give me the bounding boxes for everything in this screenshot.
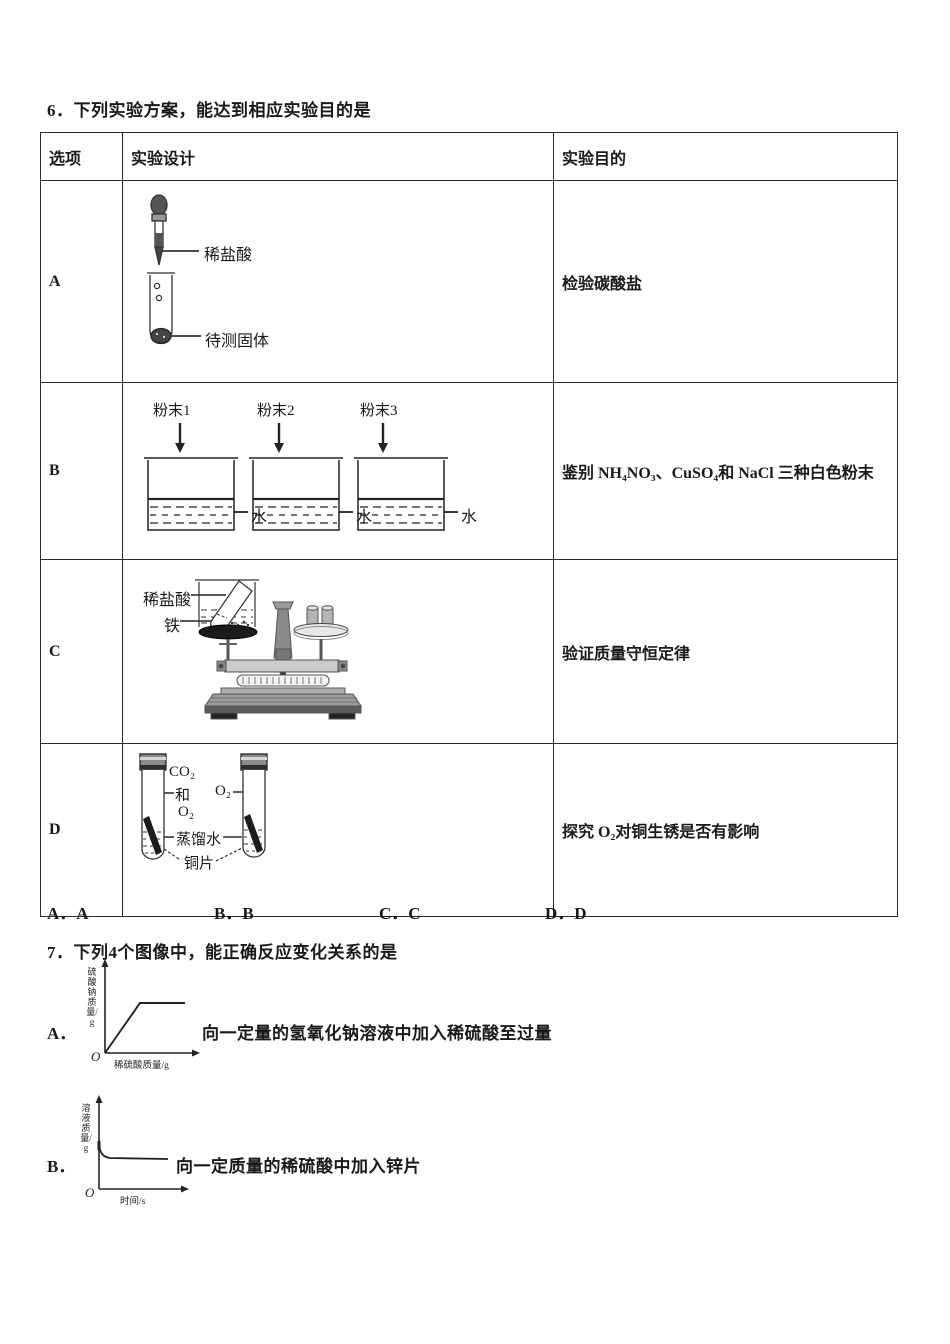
row-b-purpose: 鉴别 NH₄NO₃、CuSO₄和 NaCl 三种白色粉末 (553, 382, 898, 560)
beaker-with-test-tube-icon (195, 579, 259, 632)
table-header-row: 选项 实验设计 实验目的 (40, 132, 898, 181)
two-sealed-tubes-icon (139, 753, 268, 862)
question6-stem: 6．下列实验方案，能达到相应实验目的是 (47, 101, 371, 120)
label-water-2: 水 (356, 509, 373, 526)
table-row: D (40, 743, 898, 917)
row-c-option: C (40, 559, 123, 744)
table-row: A (40, 180, 898, 383)
row-c-purpose: 验证质量守恒定律 (553, 559, 898, 744)
label-powder3: 粉末3 (360, 403, 398, 419)
q7-graph-b-xlabel: 时间/s (120, 1197, 146, 1207)
q7-graph-b-ylabel: 溶液质量/g (80, 1103, 92, 1154)
label-co2: CO₂ (169, 764, 196, 780)
choice-c: C．C (379, 904, 421, 923)
q7-graph-a-axes-icon (101, 959, 200, 1057)
row-a-design: 稀盐酸 待测固体 (122, 180, 554, 383)
three-beakers-icon (144, 423, 458, 531)
label-water-1: 水 (251, 509, 268, 526)
q7-option-b-label: B． (47, 1157, 76, 1176)
dropper-testtube-icon (147, 194, 201, 345)
table-row: C (40, 559, 898, 744)
header-purpose: 实验目的 (553, 132, 898, 181)
label-and: 和 (175, 788, 191, 804)
header-design: 实验设计 (122, 132, 554, 181)
table-row: B (40, 382, 898, 560)
q7-graph-a-xlabel: 稀硫酸质量/g (114, 1061, 169, 1071)
q7-graph-b-origin: O (85, 1185, 95, 1200)
label-o2-right: O₂ (215, 783, 232, 799)
q7-graph-b: 溶液质量/g O 时间/s (72, 1092, 204, 1214)
label-water-3: 水 (461, 509, 478, 526)
choice-a: A．A (47, 904, 89, 923)
label-copper: 铜片 (184, 856, 215, 872)
label-dilute-hcl: 稀盐酸 (204, 247, 253, 264)
question7-stem: 7．下列4个图像中，能正确反应变化关系的是 (47, 943, 398, 962)
balance-scale-icon (180, 579, 362, 720)
label-o2-mix: O₂ (178, 804, 195, 820)
row-a-purpose: 检验碳酸盐 (553, 180, 898, 383)
row-d-purpose: 探究 O₂对铜生锈是否有影响 (553, 743, 898, 917)
q7-graph-a-ylabel: 硫酸钠质量/g (86, 967, 98, 1028)
row-b-design: 粉末1 粉末2 粉末3 水 水 水 (122, 382, 554, 560)
row-a-option: A (40, 180, 123, 383)
q7-graph-a: 硫酸钠质量/g O 稀硫酸质量/g (78, 958, 210, 1076)
label-solid-to-test: 待测固体 (205, 333, 270, 350)
row-d-option: D (40, 743, 123, 917)
q7-option-a-label: A． (47, 1024, 77, 1043)
label-powder2: 粉末2 (257, 403, 295, 419)
choice-d: D．D (545, 904, 587, 923)
question6-table: 选项 实验设计 实验目的 A (40, 132, 898, 917)
row-c-design: 稀盐酸 铁 (122, 559, 554, 744)
label-dilute-hcl-c: 稀盐酸 (143, 592, 192, 609)
label-powder1: 粉末1 (153, 403, 191, 419)
choice-b: B．B (214, 904, 254, 923)
row-b-option: B (40, 382, 123, 560)
q7-option-a-caption: 向一定量的氢氧化钠溶液中加入稀硫酸至过量 (202, 1024, 552, 1043)
q7-graph-b-axes-icon (95, 1095, 189, 1193)
q7-option-b-caption: 向一定质量的稀硫酸中加入锌片 (176, 1157, 421, 1176)
row-d-design: CO₂ 和 O₂ O₂ 蒸馏水 铜片 (122, 743, 554, 917)
q7-graph-a-origin: O (91, 1049, 101, 1064)
label-distilled-water: 蒸馏水 (176, 832, 222, 848)
label-iron: 铁 (164, 618, 181, 635)
header-option: 选项 (40, 132, 123, 181)
